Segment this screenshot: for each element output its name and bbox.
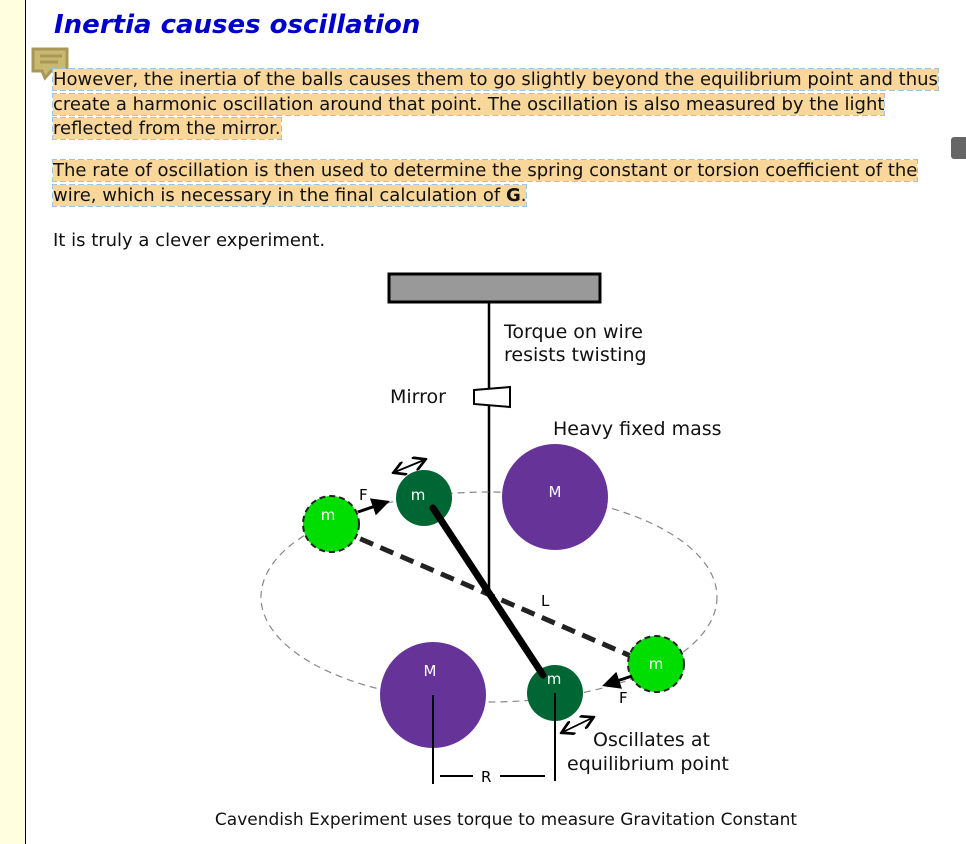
mirror-icon bbox=[473, 385, 511, 409]
small-mass-displaced-left bbox=[302, 495, 360, 553]
left-margin-strip bbox=[0, 0, 26, 844]
mass-label: M bbox=[424, 662, 437, 680]
torque-label: resists twisting bbox=[504, 344, 647, 366]
radius-label: R bbox=[481, 768, 491, 786]
oscillation-label: equilibrium point bbox=[567, 753, 729, 775]
small-mass-displaced-right bbox=[627, 635, 685, 693]
force-arrow-top bbox=[357, 498, 390, 516]
mass-label: m bbox=[321, 506, 336, 524]
torsion-rod bbox=[429, 504, 547, 679]
heavy-mass-label: Heavy fixed mass bbox=[553, 418, 722, 440]
side-panel-tab[interactable] bbox=[951, 137, 966, 159]
section-heading: Inertia causes oscillation bbox=[54, 10, 421, 40]
oscillation-label: Oscillates at bbox=[593, 729, 710, 751]
mirror-label: Mirror bbox=[390, 386, 446, 408]
orbit-ellipse bbox=[260, 491, 718, 703]
force-arrow-bottom bbox=[602, 671, 633, 689]
mass-label: m bbox=[649, 655, 664, 673]
figure-caption: Cavendish Experiment uses torque to meas… bbox=[215, 810, 797, 830]
paragraph: It is truly a clever experiment. bbox=[53, 230, 326, 251]
force-label: F bbox=[359, 486, 368, 504]
torque-label: Torque on wire bbox=[503, 321, 643, 343]
mass-label: M bbox=[549, 483, 562, 501]
mass-label: m bbox=[547, 670, 562, 688]
ceiling-bar bbox=[387, 272, 602, 304]
heavy-mass-top bbox=[502, 444, 608, 550]
mass-label: m bbox=[411, 486, 426, 504]
constant-g: G bbox=[505, 184, 521, 206]
oscillation-arrow-bottom bbox=[563, 718, 592, 732]
oscillation-arrow-top bbox=[395, 460, 424, 472]
length-label: L bbox=[541, 592, 550, 610]
force-label: F bbox=[619, 689, 628, 707]
